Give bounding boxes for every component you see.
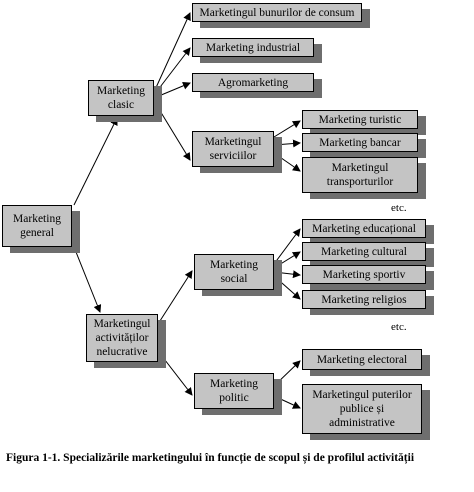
node-marketing-general: Marketing general	[2, 205, 72, 247]
arrow-social-to-religios	[273, 275, 301, 300]
node-marketing-nelucrative: Marketingul activităților nelucrative	[86, 314, 158, 362]
node-marketing-servicii: Marketingul serviciilor	[192, 131, 274, 167]
node-marketing-social: Marketing social	[194, 254, 274, 290]
node-marketing-electoral: Marketing electoral	[302, 349, 422, 370]
node-marketing-bancar: Marketing bancar	[302, 133, 418, 152]
arrow-clasic-to-bunuri	[153, 12, 191, 93]
arrow-social-to-educational	[273, 228, 301, 265]
arrow-servicii-to-transport	[273, 152, 301, 172]
etc-label-nelucrative: etc.	[391, 321, 407, 333]
arrow-social-to-cultural	[273, 251, 301, 269]
node-marketing-clasic: Marketing clasic	[88, 80, 154, 116]
node-marketing-educational: Marketing educațional	[302, 219, 426, 238]
node-marketing-cultural: Marketing cultural	[302, 242, 426, 261]
arrow-clasic-to-industrial	[153, 47, 191, 96]
node-marketing-turistic: Marketing turistic	[302, 110, 418, 129]
arrow-general-to-clasic	[73, 117, 118, 206]
arrow-politic-to-electoral	[273, 360, 301, 387]
connector-lines	[73, 12, 301, 409]
node-marketing-religios: Marketing religios	[302, 290, 426, 309]
node-agromarketing: Agromarketing	[192, 73, 314, 92]
node-marketing-puteri-publice: Marketingul puterilor publice și adminis…	[302, 384, 422, 434]
node-marketing-transporturi: Marketingul transporturilor	[302, 157, 418, 193]
arrow-general-to-nelucrative	[73, 246, 102, 313]
arrow-clasic-to-servicii	[153, 100, 191, 161]
arrow-servicii-to-turistic	[273, 120, 301, 138]
node-marketing-sportiv: Marketing sportiv	[302, 265, 426, 284]
node-marketing-bunuri-consum: Marketingul bunurilor de consum	[192, 3, 362, 22]
arrow-social-to-sportiv	[273, 270, 301, 279]
arrow-servicii-to-bancar	[273, 139, 301, 148]
arrow-clasic-to-agro	[153, 82, 191, 99]
node-marketing-industrial: Marketing industrial	[192, 38, 314, 57]
specialization-diagram: Marketing general Marketing clasic Marke…	[2, 3, 426, 434]
etc-label-clasic: etc.	[391, 202, 407, 214]
node-marketing-politic: Marketing politic	[194, 373, 274, 409]
figure-caption: Figura 1-1. Specializările marketingului…	[6, 452, 415, 464]
arrow-nelucrative-to-politic	[157, 350, 193, 396]
arrow-nelucrative-to-social	[157, 270, 193, 325]
arrow-politic-to-puteri	[273, 395, 301, 409]
